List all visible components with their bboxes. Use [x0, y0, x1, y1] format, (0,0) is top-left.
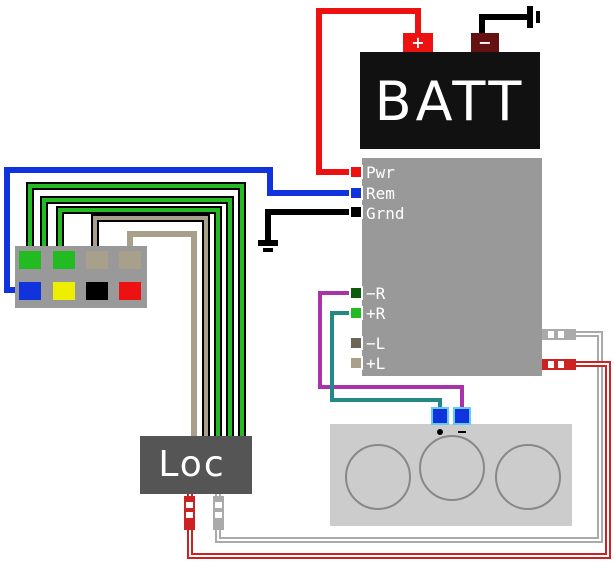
harness-connector: [15, 246, 147, 308]
battery-positive-symbol: +: [411, 33, 424, 52]
rca-plug-red-amp: [542, 359, 576, 370]
terminal-label-neg-l: −L: [366, 334, 385, 353]
battery-negative-symbol: −: [478, 33, 491, 52]
terminal-label-grnd: Grnd: [366, 204, 405, 223]
terminal-neg-r: [349, 286, 363, 300]
rca-plug-gray-amp: [542, 329, 576, 340]
ground-symbol-battery: [479, 6, 540, 33]
terminal-label-neg-r: −R: [366, 284, 386, 303]
rca-plug-red-loc: [184, 496, 195, 530]
pin-red: [119, 282, 141, 300]
battery-label: BATT: [375, 70, 526, 133]
terminal-label-pwr: Pwr: [366, 163, 395, 182]
speaker-cone-left: [345, 444, 411, 510]
pin-tan-1: [86, 251, 108, 269]
remote-wire: [4, 167, 352, 293]
box-terminal-left: [431, 407, 449, 425]
harness-wire-bundle: [26, 182, 246, 440]
pin-green-1: [19, 251, 41, 269]
rca-plug-gray-loc: [213, 496, 224, 530]
loc-label: Loc: [158, 444, 225, 485]
terminal-grnd: [349, 205, 363, 219]
speaker-cone-middle: [419, 435, 485, 501]
power-wire: [316, 8, 421, 175]
pin-blue: [19, 282, 41, 300]
terminal-label-rem: Rem: [366, 184, 395, 203]
line-output-converter: Loc: [140, 436, 252, 494]
terminal-pwr: [349, 165, 363, 179]
battery: + − BATT: [360, 33, 540, 149]
terminal-rem: [349, 186, 363, 200]
ground-symbol-amp: [258, 240, 278, 252]
speaker-cone-right: [495, 444, 561, 510]
rca-cable-red-inner: [189, 363, 609, 557]
amplifier: Pwr Rem Grnd −R +R −L +L: [349, 158, 542, 376]
terminal-pos-l: [349, 356, 363, 370]
box-terminal-right: [453, 407, 471, 425]
speaker-wire-teal: [330, 311, 442, 413]
pin-yellow: [53, 282, 75, 300]
pin-tan-2: [119, 251, 141, 269]
pin-black: [86, 282, 108, 300]
terminal-neg-l: [349, 336, 363, 350]
terminal-pos-r: [349, 306, 363, 320]
terminal-label-pos-r: +R: [366, 304, 386, 323]
pin-green-2: [53, 251, 75, 269]
terminal-label-pos-l: +L: [366, 354, 385, 373]
speaker-wire-purple: [318, 291, 464, 413]
amp-ground-wire: [265, 209, 352, 243]
subwoofer-box: [330, 407, 572, 526]
